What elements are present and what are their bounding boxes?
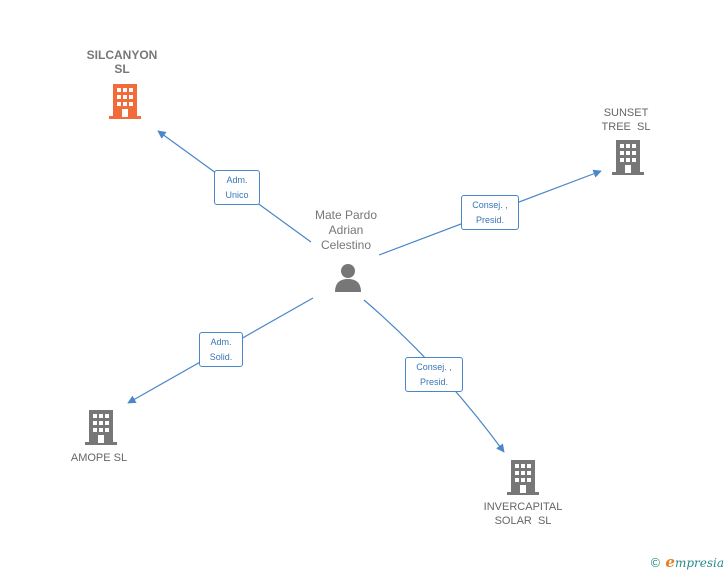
building-icon[interactable] — [108, 84, 142, 120]
company-name-sunset[interactable]: SUNSET TREE SL — [601, 107, 651, 133]
brand-logo-initial: e — [665, 553, 675, 571]
relation-label-sunset: Consej. , Presid. — [461, 195, 519, 230]
copyright-icon: © — [649, 556, 662, 570]
building-icon[interactable] — [611, 140, 645, 176]
brand-logo-text: mpresia — [674, 556, 724, 570]
person-name[interactable]: Mate Pardo Adrian Celestino — [314, 208, 378, 252]
building-icon[interactable] — [506, 460, 540, 496]
relation-label-amope: Adm. Solid. — [199, 332, 243, 367]
person-icon[interactable] — [333, 262, 363, 292]
relation-label-invercapital: Consej. , Presid. — [405, 357, 463, 392]
relation-label-silcanyon: Adm. Unico — [214, 170, 260, 205]
brand-footer: ©empresia — [649, 553, 724, 571]
company-name-amope[interactable]: AMOPE SL — [70, 452, 128, 464]
company-name-invercapital[interactable]: INVERCAPITAL SOLAR SL — [483, 501, 563, 527]
building-icon[interactable] — [84, 410, 118, 446]
company-name-silcanyon[interactable]: SILCANYON SL — [86, 48, 158, 76]
